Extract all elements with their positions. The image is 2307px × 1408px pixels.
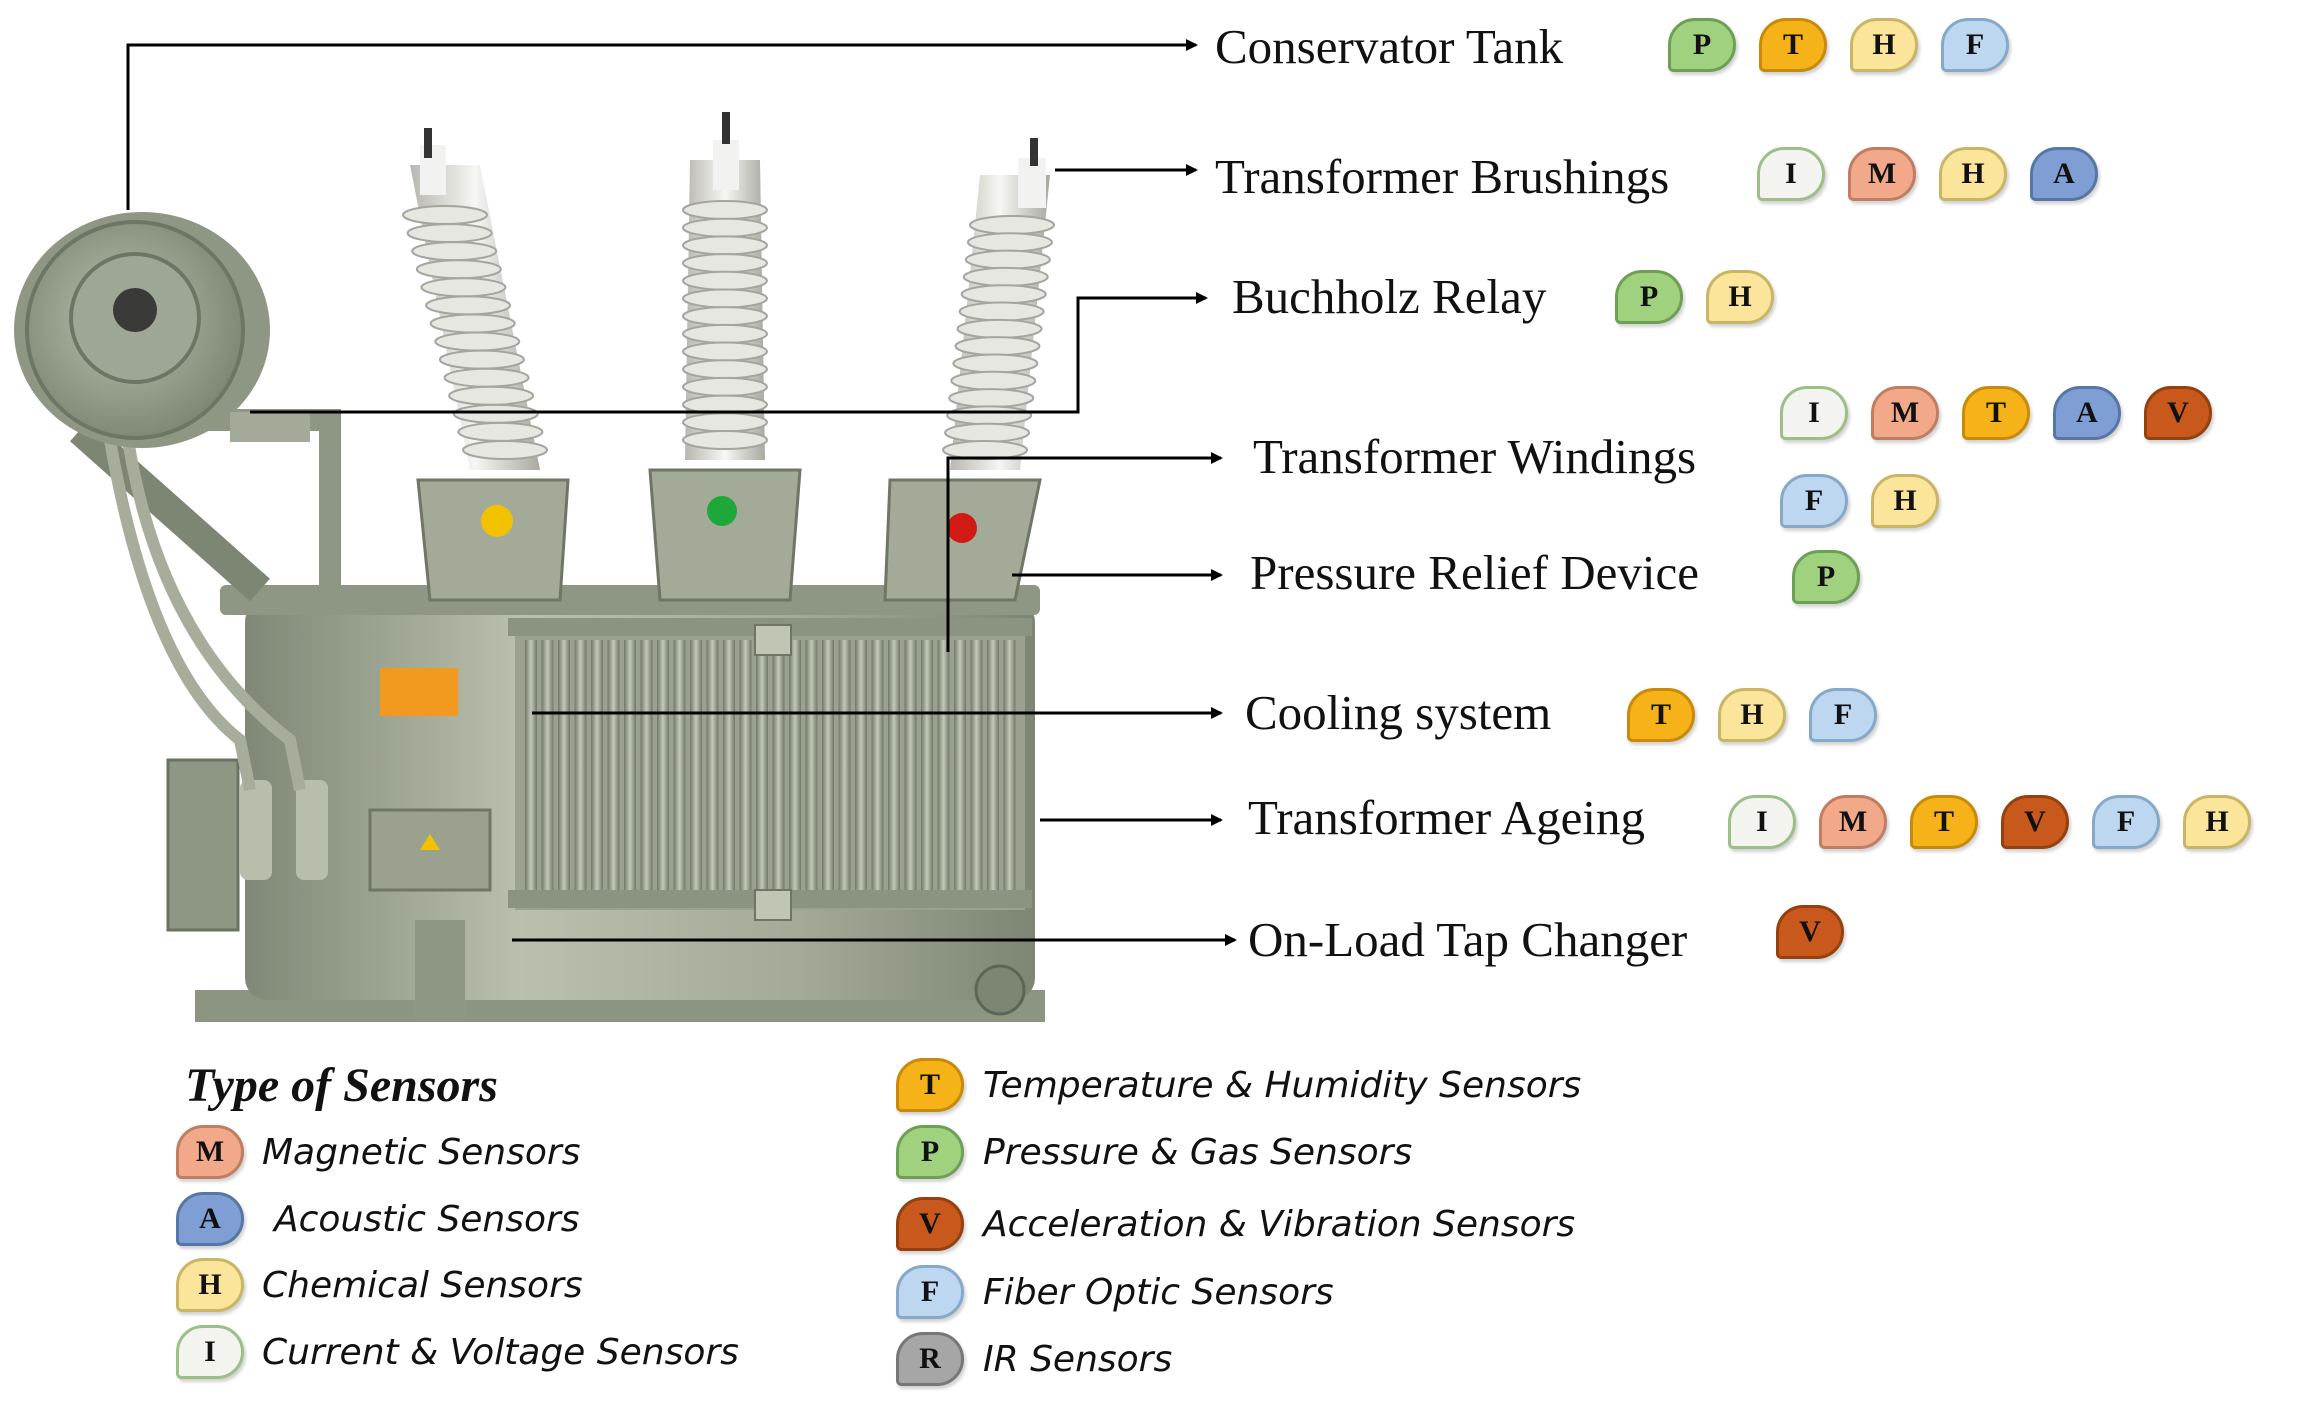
arrow-buchholz-relay	[250, 292, 1208, 414]
indicator-left	[481, 505, 513, 537]
label-transformer-ageing: Transformer Ageing	[1248, 790, 1645, 845]
legend-badge-r: R	[896, 1332, 964, 1386]
sensor-badge-v: V	[1776, 905, 1844, 959]
transformer-illustration	[14, 112, 1055, 1022]
sensor-badge-h: H	[1850, 18, 1918, 72]
sensor-badge-i: I	[1780, 386, 1848, 440]
legend-label: Magnetic Sensors	[262, 1132, 581, 1173]
legend-badge-v: V	[896, 1197, 964, 1251]
sensor-badge-f: F	[1941, 18, 2009, 72]
sensor-badge-h: H	[1939, 147, 2007, 201]
cooling-fins	[508, 618, 1032, 921]
indicator-right	[947, 513, 977, 543]
legend-badge-h: H	[176, 1258, 244, 1312]
label-pressure-relief-device: Pressure Relief Device	[1250, 545, 1699, 600]
arrow-transformer-windings	[946, 452, 1223, 652]
warning-panel	[380, 668, 458, 716]
legend-badge-a: A	[176, 1192, 244, 1246]
sensor-badge-a: A	[2053, 386, 2121, 440]
sensor-badge-h: H	[1706, 270, 1774, 324]
sensor-badge-p: P	[1668, 18, 1736, 72]
label-cooling-system: Cooling system	[1245, 685, 1552, 740]
legend-label: Current & Voltage Sensors	[262, 1332, 739, 1373]
label-transformer-windings: Transformer Windings	[1253, 429, 1697, 484]
legend-badge-i: I	[176, 1325, 244, 1379]
legend-label: Acoustic Sensors	[274, 1199, 580, 1240]
sensor-badge-f: F	[1809, 688, 1877, 742]
bushing-right	[883, 138, 1055, 602]
legend-label: Fiber Optic Sensors	[983, 1272, 1334, 1313]
sensor-badge-h: H	[2183, 795, 2251, 849]
legend-title: Type of Sensors	[185, 1059, 498, 1112]
legend-badge-f: F	[896, 1265, 964, 1319]
sensor-badge-h: H	[1871, 474, 1939, 528]
legend-label: Chemical Sensors	[262, 1265, 583, 1306]
sensor-badge-p: P	[1615, 270, 1683, 324]
sensor-badge-t: T	[1759, 18, 1827, 72]
sensor-badge-m: M	[1871, 386, 1939, 440]
sensor-badge-v: V	[2144, 386, 2212, 440]
control-box	[368, 808, 492, 892]
sensor-badge-i: I	[1728, 795, 1796, 849]
label-transformer-brushings: Transformer Brushings	[1215, 149, 1670, 204]
leader-lines	[126, 39, 1237, 946]
legend-badge-t: T	[896, 1058, 964, 1112]
legend-label: Pressure & Gas Sensors	[983, 1132, 1413, 1173]
sensor-badge-f: F	[2092, 795, 2160, 849]
label-buchholz-relay: Buchholz Relay	[1232, 269, 1547, 324]
sensor-badge-t: T	[1962, 386, 2030, 440]
legend-badge-m: M	[176, 1125, 244, 1179]
legend-label: Acceleration & Vibration Sensors	[983, 1204, 1576, 1245]
sensor-badge-a: A	[2030, 147, 2098, 201]
sensor-badge-m: M	[1819, 795, 1887, 849]
sensor-badge-t: T	[1910, 795, 1978, 849]
arrow-conservator-tank	[126, 39, 1198, 210]
sensor-badge-m: M	[1848, 147, 1916, 201]
sensor-badge-t: T	[1627, 688, 1695, 742]
sensor-badge-f: F	[1780, 474, 1848, 528]
bushing-left	[402, 128, 570, 602]
label-on-load-tap-changer: On-Load Tap Changer	[1248, 912, 1688, 967]
label-conservator-tank: Conservator Tank	[1215, 19, 1564, 74]
sensor-badge-h: H	[1718, 688, 1786, 742]
legend-label: IR Sensors	[983, 1339, 1173, 1380]
legend-badge-p: P	[896, 1125, 964, 1179]
sensor-badge-p: P	[1792, 550, 1860, 604]
indicator-middle	[707, 496, 737, 526]
sensor-badge-i: I	[1757, 147, 1825, 201]
bushing-middle	[648, 112, 802, 602]
legend-label: Temperature & Humidity Sensors	[983, 1065, 1582, 1106]
sensor-badge-v: V	[2001, 795, 2069, 849]
